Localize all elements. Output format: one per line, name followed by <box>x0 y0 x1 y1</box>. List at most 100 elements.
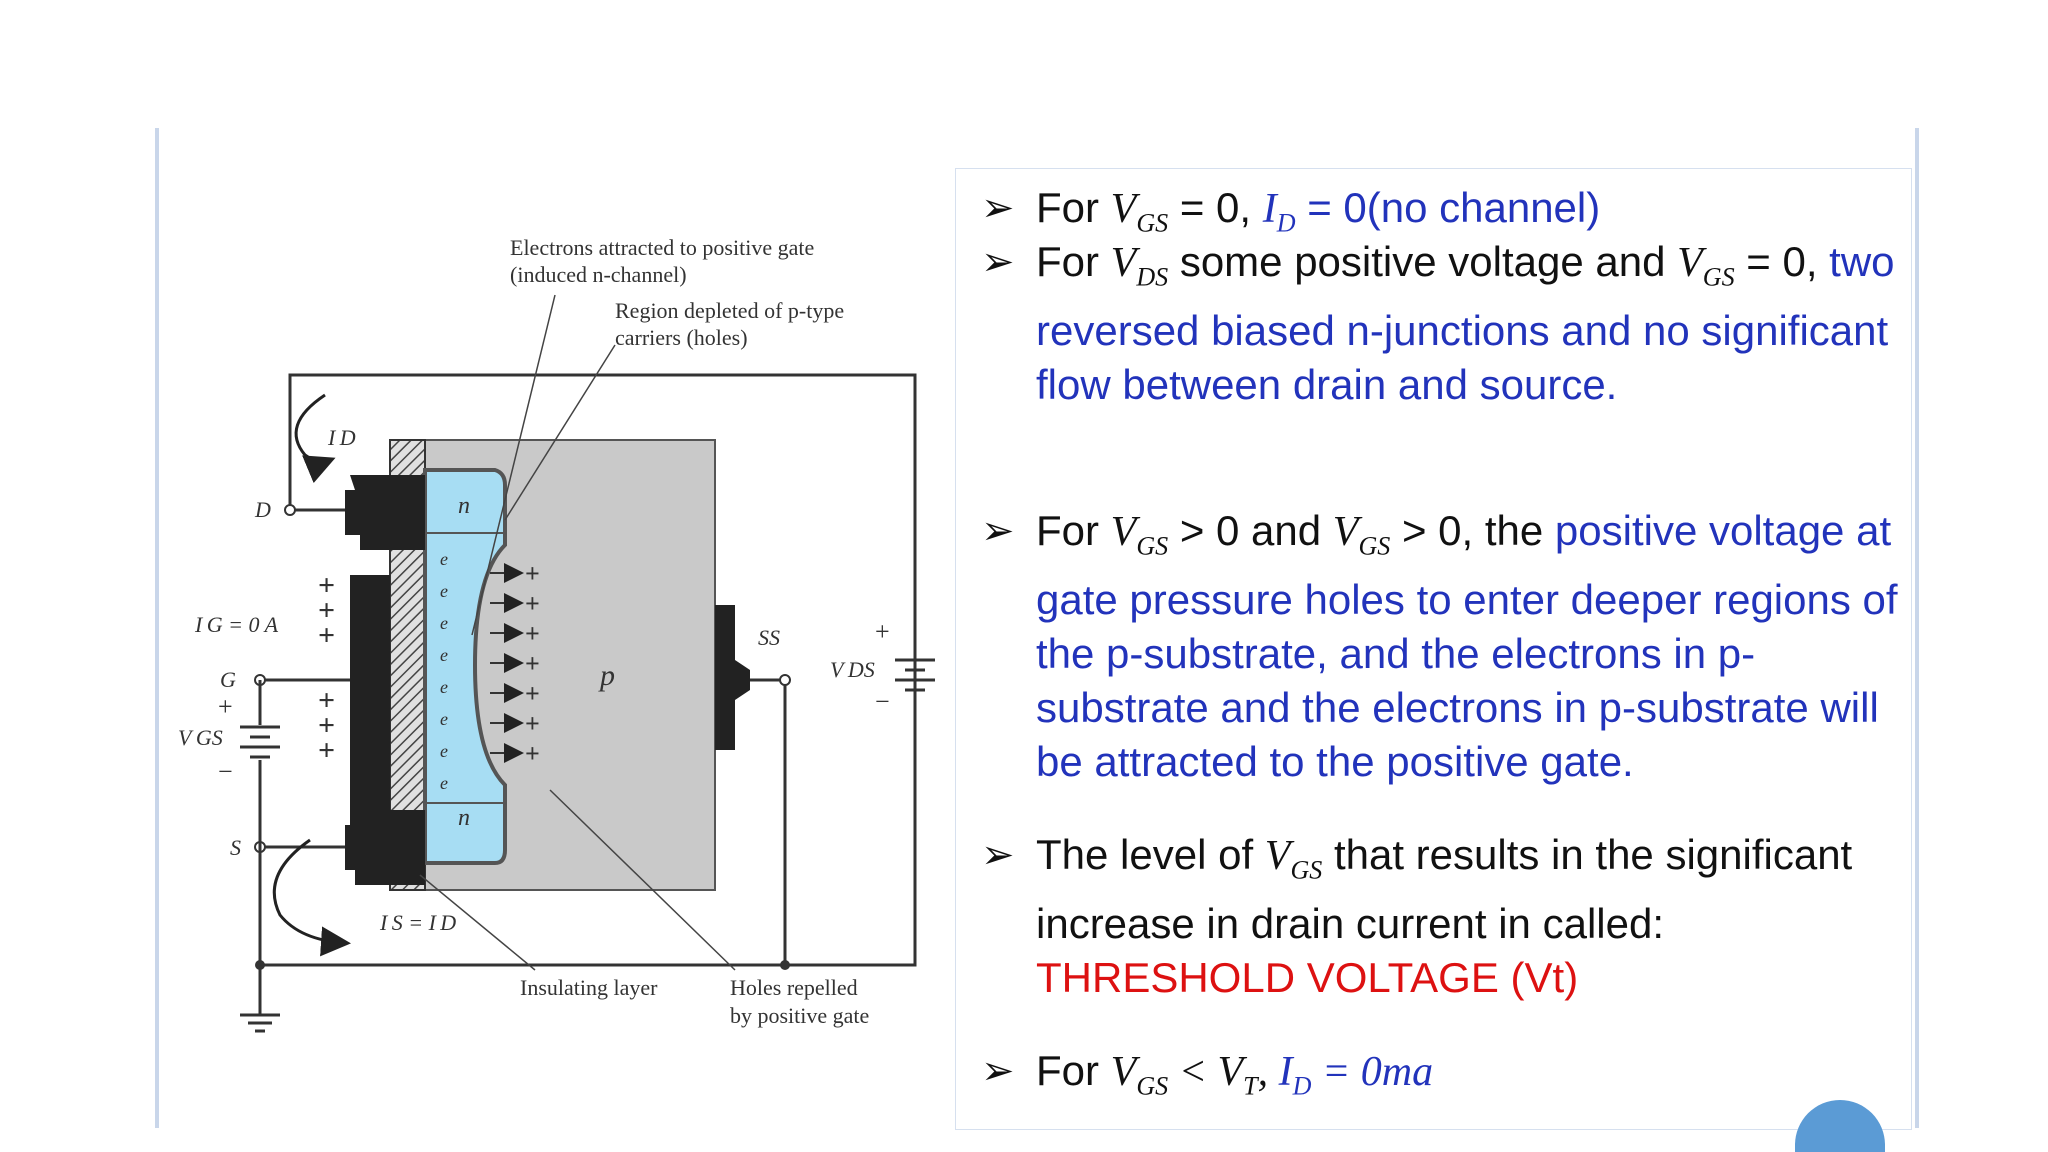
callout-holes-1: Holes repelled <box>730 975 858 1000</box>
bullet-arrow-icon: ➢ <box>981 186 1015 230</box>
bullet-4: ➢ The level of VGS that results in the s… <box>981 828 1901 1005</box>
callout-holes-2: by positive gate <box>730 1003 869 1028</box>
drain-contact <box>345 475 425 550</box>
mosfet-svg: Electrons attracted to positive gate (in… <box>178 235 935 1033</box>
id-label: I D <box>327 425 356 450</box>
bullet-text: For VGS > 0 and VGS > 0, the positive vo… <box>1036 504 1901 789</box>
electron: e <box>440 677 448 697</box>
gate-plus-charges: + + + + + + <box>318 569 335 767</box>
repelled-holes <box>490 563 524 763</box>
source-contact <box>345 810 425 885</box>
substrate-terminal <box>779 674 791 686</box>
bullet-segment: For <box>1036 507 1111 554</box>
vds-minus: − <box>875 687 890 716</box>
substrate-contact <box>715 605 750 750</box>
math-symbol: ID <box>1262 186 1296 238</box>
vds-plus: + <box>875 617 890 646</box>
electron: e <box>440 709 448 729</box>
callout-insulating: Insulating layer <box>520 975 658 1000</box>
vgs-minus: − <box>218 757 233 786</box>
hole: + <box>525 619 540 648</box>
ig-label: I G = 0 A <box>194 612 279 637</box>
gate-contact <box>350 575 390 825</box>
gate-charge: + <box>318 594 335 627</box>
bullet-segment: some positive voltage and <box>1168 238 1678 285</box>
callout-electrons-2: (induced n-channel) <box>510 262 687 287</box>
bullet-arrow-icon: ➢ <box>981 833 1015 877</box>
leader-insulating <box>419 874 536 971</box>
gate-charge: + <box>318 569 335 602</box>
hole-plus-signs: + + + + + + + <box>525 559 540 768</box>
bullet-segment: = 0, <box>1734 238 1830 285</box>
math-symbol: VGS <box>1110 1049 1169 1101</box>
hole: + <box>525 589 540 618</box>
vgs-plus: + <box>218 692 233 721</box>
explanation-textbox: ➢ For VGS = 0, ID = 0(no channel) ➢ For … <box>955 168 1912 1130</box>
bullet-text: For VGS = 0, ID = 0(no channel) <box>1036 181 1901 250</box>
bullet-segment: > 0, the <box>1390 507 1555 554</box>
mosfet-diagram: Electrons attracted to positive gate (in… <box>160 215 950 1065</box>
drain-terminal <box>284 504 296 516</box>
bullet-segment: = 0(no channel) <box>1295 184 1601 231</box>
slide-right-border <box>1915 128 1919 1128</box>
gate-charge: + <box>318 684 335 717</box>
bullet-segment: positive voltage at gate pressure holes … <box>1036 507 1898 786</box>
bullet-1: ➢ For VGS = 0, ID = 0(no channel) <box>981 181 1901 250</box>
bullet-segment: = 0, <box>1168 184 1263 231</box>
vgs-label: V GS <box>178 725 223 750</box>
substrate-junction-dot <box>780 960 790 970</box>
p-region-label: p <box>598 659 615 692</box>
substrate-label: SS <box>758 625 780 650</box>
math-symbol: VGS <box>1110 509 1169 561</box>
math-symbol: VT <box>1217 1049 1258 1101</box>
bullet-text: The level of VGS that results in the sig… <box>1036 828 1901 1005</box>
bullet-arrow-icon: ➢ <box>981 509 1015 553</box>
electron: e <box>440 773 448 793</box>
channel-electrons: e e e e e e e e <box>440 549 448 793</box>
bullet-segment: THRESHOLD VOLTAGE (Vt) <box>1036 954 1579 1002</box>
bullet-text: For VDS some positive voltage and VGS = … <box>1036 235 1901 412</box>
is-label: I S = I D <box>379 910 456 935</box>
math-symbol: VGS <box>1264 833 1323 885</box>
is-current-arrow <box>272 838 351 957</box>
drain-label: D <box>254 497 271 522</box>
hole: + <box>525 739 540 768</box>
leader-electrons <box>471 294 556 636</box>
bullet-segment: For <box>1036 1047 1111 1094</box>
math-symbol: VGS <box>1110 186 1169 238</box>
bullet-2: ➢ For VDS some positive voltage and VGS … <box>981 235 1901 412</box>
math-symbol: VGS <box>1332 509 1391 561</box>
bullet-3: ➢ For VGS > 0 and VGS > 0, the positive … <box>981 504 1901 789</box>
bullet-segment: > 0 and <box>1168 507 1333 554</box>
bullet-segment: , <box>1257 1049 1279 1095</box>
callout-depleted-2: carriers (holes) <box>615 325 748 350</box>
bullet-segment: two reversed biased n-junctions and no s… <box>1036 238 1895 409</box>
vds-label: V DS <box>830 657 875 682</box>
bullet-segment: The level of <box>1036 831 1265 878</box>
id-current-arrow <box>294 393 336 484</box>
n-region-bottom-label: n <box>458 805 470 831</box>
hole: + <box>525 679 540 708</box>
electron: e <box>440 581 448 601</box>
bullet-arrow-icon: ➢ <box>981 240 1015 284</box>
gate-charge: + <box>318 709 335 742</box>
electron: e <box>440 645 448 665</box>
math-symbol: ID <box>1278 1049 1312 1101</box>
leader-depleted <box>504 344 616 521</box>
slide-left-border <box>155 128 159 1128</box>
source-label: S <box>230 835 241 860</box>
leader-holes <box>549 789 736 971</box>
electron: e <box>440 741 448 761</box>
electron: e <box>440 613 448 633</box>
bullet-segment: = 0ma <box>1311 1049 1434 1095</box>
math-symbol: VDS <box>1110 240 1169 292</box>
math-symbol: VGS <box>1677 240 1735 292</box>
bullet-text: For VGS < VT, ID = 0ma <box>1036 1044 1901 1113</box>
bullet-segment: For <box>1036 238 1111 285</box>
bullet-5: ➢ For VGS < VT, ID = 0ma <box>981 1044 1901 1113</box>
gate-label: G <box>220 667 236 692</box>
outer-circuit-wire <box>260 373 917 967</box>
electron: e <box>440 549 448 569</box>
hole: + <box>525 709 540 738</box>
